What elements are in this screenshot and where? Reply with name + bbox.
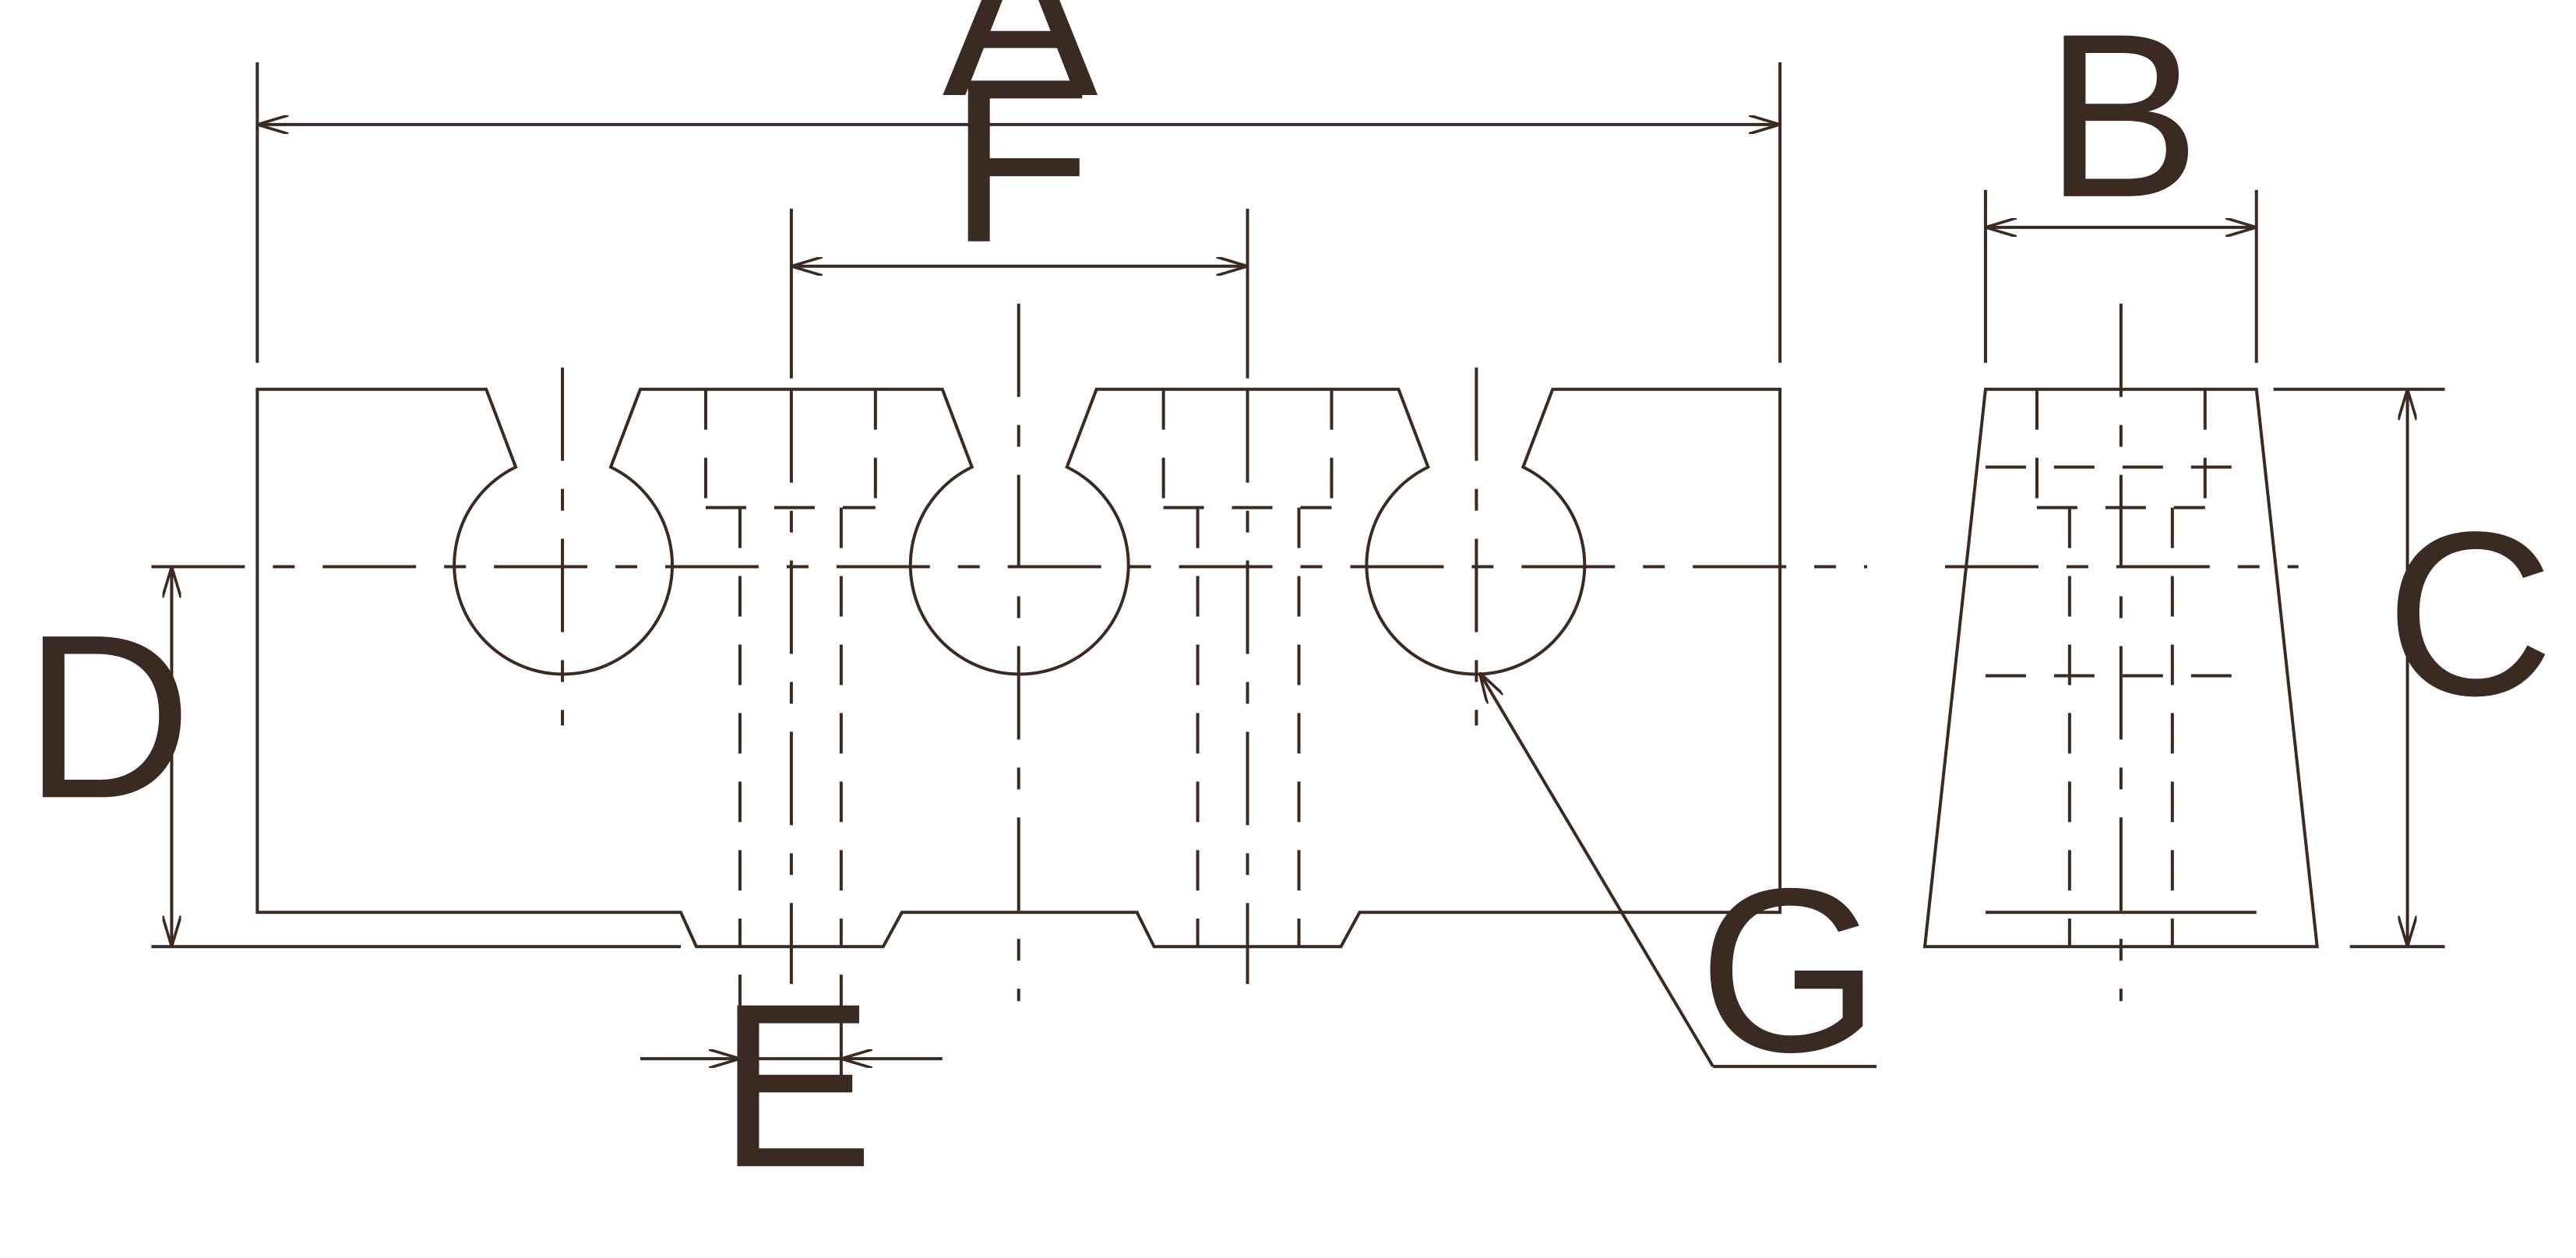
label-g: G [1698,840,1880,1101]
front-view [151,303,1868,1002]
dimension-a [255,62,1782,363]
label-d: D [23,586,192,847]
dimension-e [640,974,943,1081]
label-a: A [943,0,1099,145]
front-view-outline [255,387,1782,949]
leader-g [1479,672,1877,1069]
label-e: E [718,955,874,1216]
bolt-hole-2 [1161,389,1334,985]
label-c: C [2385,483,2554,744]
label-b: B [2045,0,2201,246]
dimension-c [2273,387,2445,949]
label-f: F [949,30,1091,291]
dimension-b [1983,189,2258,363]
dimension-f [789,208,1249,379]
side-view [1922,303,2319,1002]
bolt-hole-1 [703,389,877,985]
side-view-outline [1922,387,2319,949]
